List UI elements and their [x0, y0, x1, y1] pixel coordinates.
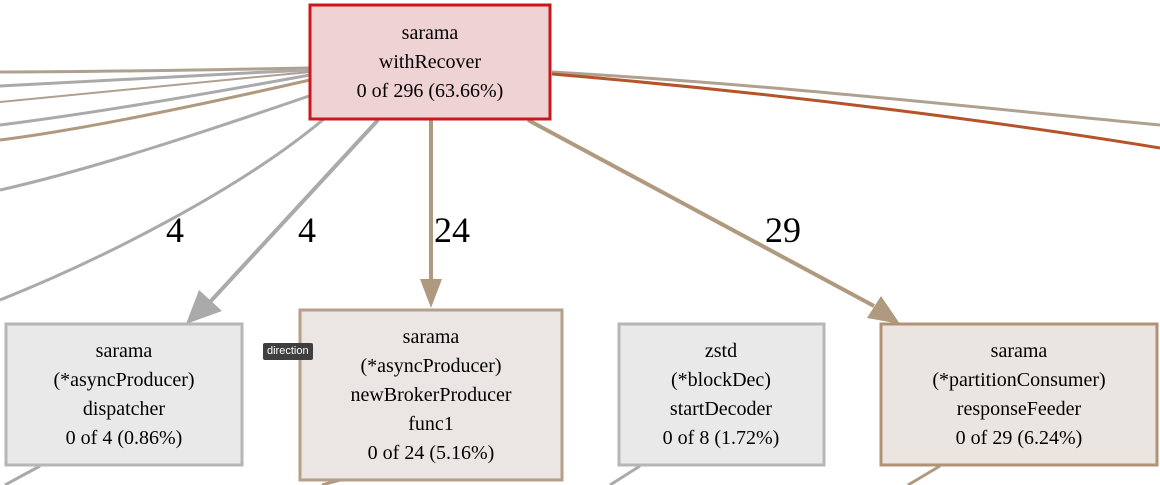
node-dispatcher-receiver: (*asyncProducer) [53, 369, 194, 391]
node-withRecover-stats: 0 of 296 (63.66%) [357, 80, 504, 102]
edge-from-startDecoder[interactable] [609, 464, 641, 485]
edge-labels: 4 4 24 29 [166, 210, 801, 250]
edge-from-dispatcher[interactable] [4, 464, 41, 485]
node-newBrokerProducer-function: newBrokerProducer [350, 384, 511, 406]
edge-offscreen-left-5[interactable] [0, 78, 311, 142]
edge-offscreen-left-4[interactable] [0, 73, 311, 127]
edge-to-responseFeeder[interactable] [527, 118, 875, 308]
edge-label-dispatcher: 4 [298, 210, 316, 250]
node-newBrokerProducer-box[interactable] [298, 308, 564, 482]
edge-label-left: 4 [166, 210, 184, 250]
node-withRecover-package: sarama [402, 22, 459, 44]
direction-tooltip: direction [263, 343, 313, 360]
edge-offscreen-left-1[interactable] [0, 66, 311, 74]
node-startDecoder-stats: 0 of 8 (1.72%) [663, 427, 780, 449]
edge-to-dispatcher[interactable] [208, 118, 380, 304]
node-responseFeeder-package: sarama [991, 340, 1048, 362]
edge-offscreen-left-2[interactable] [0, 68, 311, 88]
edge-to-dispatcher-arrowhead [186, 290, 222, 324]
node-responseFeeder[interactable]: sarama (*partitionConsumer) responseFeed… [879, 322, 1159, 467]
edge-offscreen-left-3[interactable] [0, 71, 311, 103]
edge-offscreen-right-1[interactable] [551, 70, 1160, 127]
node-newBrokerProducer-closure: func1 [408, 413, 454, 435]
node-startDecoder-function: startDecoder [670, 398, 773, 420]
edge-label-newBrokerProducer: 24 [434, 210, 470, 250]
edge-label-responseFeeder: 29 [765, 210, 801, 250]
node-dispatcher-stats: 0 of 4 (0.86%) [66, 427, 183, 449]
node-startDecoder-package: zstd [705, 340, 737, 362]
node-withRecover[interactable]: sarama withRecover 0 of 296 (63.66%) [308, 3, 552, 121]
edge-offscreen-left-6[interactable] [0, 93, 313, 192]
node-dispatcher-function: dispatcher [83, 398, 166, 420]
edge-offscreen-right-2[interactable] [551, 72, 1160, 150]
edge-offscreen-left-7[interactable] [0, 116, 326, 302]
node-newBrokerProducer[interactable]: sarama (*asyncProducer) newBrokerProduce… [298, 308, 564, 482]
node-startDecoder[interactable]: zstd (*blockDec) startDecoder 0 of 8 (1.… [617, 322, 826, 467]
edge-to-newBrokerProducer-arrowhead [420, 279, 442, 308]
edges [0, 66, 1160, 485]
node-startDecoder-box[interactable] [617, 322, 826, 467]
node-dispatcher[interactable]: sarama (*asyncProducer) dispatcher 0 of … [4, 322, 244, 467]
node-responseFeeder-box[interactable] [879, 322, 1159, 467]
node-startDecoder-receiver: (*blockDec) [671, 369, 771, 391]
edge-from-responseFeeder[interactable] [907, 464, 941, 485]
node-withRecover-function: withRecover [379, 51, 482, 73]
node-newBrokerProducer-stats: 0 of 24 (5.16%) [368, 442, 495, 464]
edge-to-responseFeeder-arrowhead [867, 296, 900, 324]
node-responseFeeder-function: responseFeeder [957, 398, 1082, 420]
node-responseFeeder-stats: 0 of 29 (6.24%) [956, 427, 1083, 449]
node-withRecover-box[interactable] [308, 3, 552, 121]
node-newBrokerProducer-receiver: (*asyncProducer) [360, 355, 501, 377]
node-dispatcher-package: sarama [96, 340, 153, 362]
node-newBrokerProducer-package: sarama [403, 326, 460, 348]
node-dispatcher-box[interactable] [4, 322, 244, 467]
node-responseFeeder-receiver: (*partitionConsumer) [932, 369, 1105, 391]
